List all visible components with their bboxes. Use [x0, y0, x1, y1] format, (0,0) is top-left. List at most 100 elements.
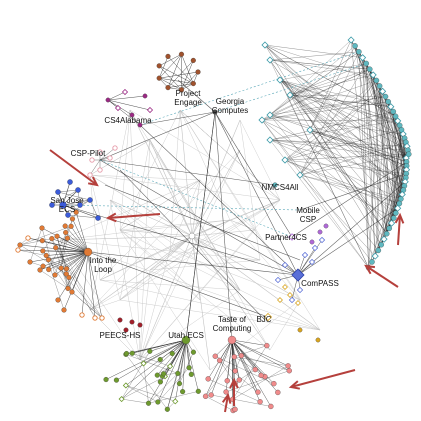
edge	[139, 249, 171, 361]
edge	[264, 44, 407, 170]
edge	[167, 83, 194, 88]
edge	[279, 79, 400, 126]
nmcs4all-node	[266, 136, 274, 144]
taste-of-computing-node	[236, 377, 242, 383]
bjc-node	[297, 327, 303, 333]
edge	[19, 244, 67, 275]
peecs-hs-node	[129, 319, 135, 325]
edge	[62, 189, 79, 206]
edge	[41, 227, 56, 276]
edge	[205, 396, 234, 411]
node-layer	[15, 36, 412, 414]
edge	[129, 109, 241, 291]
into-the-loop-node	[40, 263, 46, 269]
csp-pilot-node	[107, 155, 113, 161]
edge	[167, 60, 194, 88]
edge	[289, 69, 370, 96]
edge	[167, 56, 194, 84]
edge	[159, 65, 182, 90]
edge	[125, 385, 158, 403]
edge	[149, 339, 187, 352]
san-jose-ecs-node	[77, 202, 83, 208]
into-the-loop-node	[79, 312, 85, 318]
into-the-loop-label: Loop	[94, 265, 112, 274]
red-pointer-arrow-icon	[49, 149, 99, 187]
edge	[89, 174, 281, 201]
edge	[264, 44, 405, 186]
edge	[205, 339, 233, 397]
edge	[214, 111, 233, 341]
edge	[89, 109, 131, 311]
edge	[264, 44, 396, 117]
into-the-loop-node	[66, 274, 72, 281]
nmcs4all-node	[379, 87, 387, 95]
utah-ecs-node	[113, 377, 119, 383]
nmcs4all-node	[306, 126, 314, 134]
edge	[181, 71, 199, 90]
edge	[29, 251, 89, 263]
arrow-layer	[49, 149, 405, 413]
edge	[139, 289, 241, 361]
edge	[167, 373, 178, 410]
edge	[368, 146, 408, 268]
into-the-loop-node	[99, 315, 105, 321]
edge	[157, 339, 187, 376]
edge	[299, 174, 401, 200]
edge	[175, 339, 187, 402]
project-engage-label: Engage	[174, 98, 202, 107]
into-the-loop-node	[46, 266, 52, 273]
edge	[241, 355, 290, 371]
edge	[191, 119, 241, 237]
cs4alabama-node	[121, 88, 129, 96]
edge	[67, 214, 99, 219]
edge	[179, 352, 194, 384]
into-the-loop-node	[62, 223, 68, 229]
edge	[48, 251, 89, 270]
edge	[284, 159, 407, 174]
edge	[158, 56, 169, 79]
edge	[56, 236, 73, 293]
edge	[71, 291, 103, 319]
edge	[99, 147, 116, 161]
edge	[181, 54, 194, 84]
edge	[261, 80, 377, 121]
bjc-node	[287, 292, 293, 298]
edge	[179, 109, 256, 231]
utah-ecs-node	[188, 371, 194, 377]
utah-ecs-node	[145, 400, 152, 406]
edge	[129, 109, 193, 237]
edge	[89, 174, 101, 281]
edge	[284, 111, 394, 161]
edge	[132, 353, 171, 367]
edge	[299, 51, 360, 176]
edge	[99, 279, 321, 331]
taste-of-computing-node	[286, 368, 292, 374]
edge	[59, 219, 231, 241]
edge	[191, 229, 256, 237]
nmcs4all-node	[385, 98, 391, 105]
edge	[379, 85, 387, 234]
nmcs4all-node	[373, 77, 380, 84]
into-the-loop-node	[61, 307, 67, 313]
edge	[199, 179, 256, 231]
edge	[185, 339, 199, 392]
edge	[70, 226, 89, 253]
edge	[99, 111, 216, 161]
edge	[139, 139, 151, 361]
edge	[121, 351, 150, 400]
into-the-loop-node	[37, 267, 43, 273]
utah-ecs-node	[176, 381, 183, 387]
edge	[264, 44, 363, 58]
san-jose-ecs-node	[75, 187, 81, 193]
edge	[17, 249, 89, 253]
edge	[89, 199, 99, 219]
utah-ecs-node	[195, 388, 201, 394]
edge	[107, 91, 126, 101]
project-engage-node	[195, 69, 201, 75]
edge	[279, 79, 409, 151]
edge	[235, 355, 242, 372]
edge	[159, 54, 182, 79]
edge	[119, 235, 193, 301]
taste-of-computing-node	[208, 392, 214, 398]
